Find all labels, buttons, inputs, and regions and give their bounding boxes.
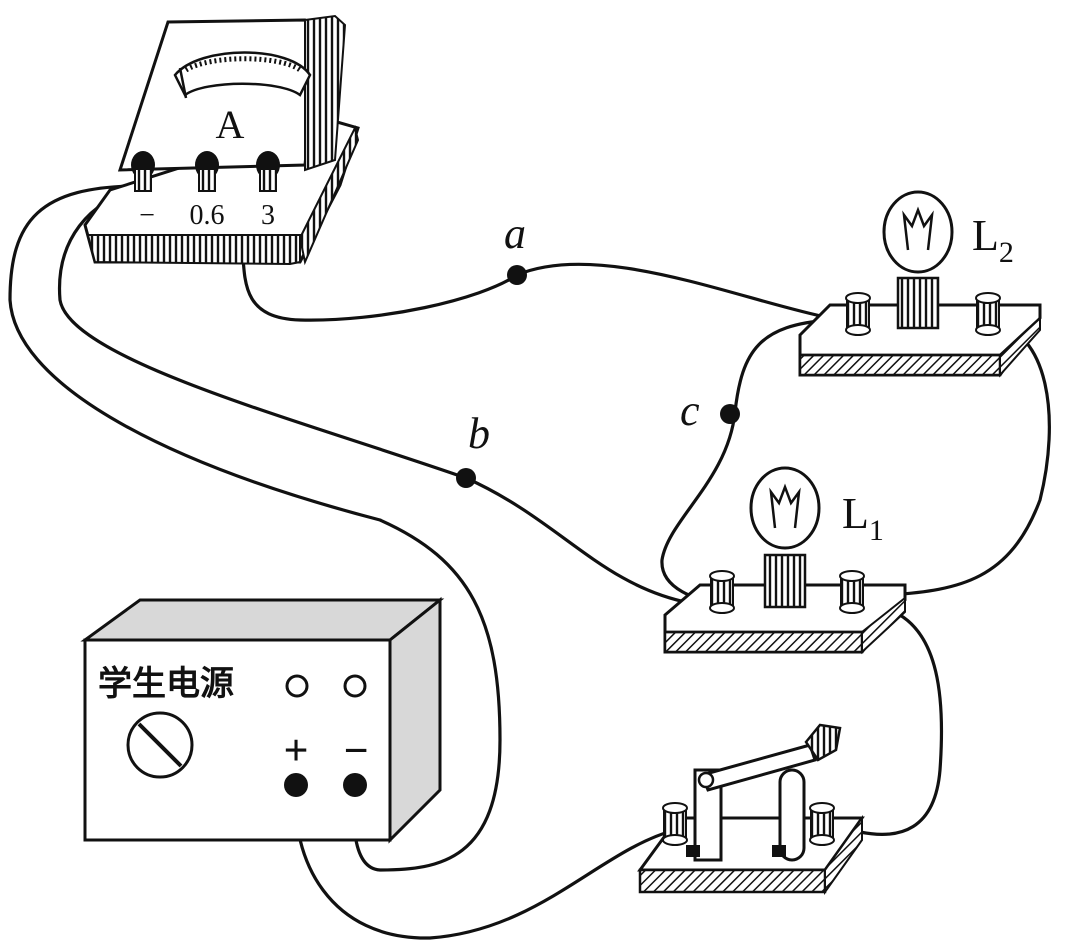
wire-l2-right-to-l1-right [888,320,1051,597]
wire-l1-right-to-switch [858,608,944,836]
switch-handle [804,723,842,762]
power-supply: 学生电源 + − [80,596,445,844]
switch-right-post [809,802,835,846]
point-b-label: b [468,409,490,458]
lamp-l2-right-post [975,292,1001,336]
power-supply-minus-label: − [343,726,368,775]
ammeter-terminal-06 [194,150,220,192]
power-supply-label: 学生电源 [98,664,234,704]
point-a-label: a [504,209,526,258]
power-supply-side [388,596,442,844]
point-c-label: c [680,386,700,435]
lamp-l1-right-post [839,570,865,614]
ammeter-base-side [298,125,360,266]
ammeter: A − 0.6 3 [83,14,360,266]
lamp-l2-left-post [845,292,871,336]
wire-switch-to-supply-plus [293,783,677,940]
point-b: b [456,409,490,488]
lamp-l2: L2 [798,190,1042,378]
ammeter-housing [117,18,320,172]
wire-ammeter-minus-to-l1 [57,186,692,605]
point-b-dot [456,468,476,488]
lamp-l2-socket [896,276,940,330]
ammeter-letter: A [216,102,245,147]
power-supply-indicator-2 [343,674,367,698]
switch-clip [778,768,806,862]
lamp-l2-bulb [882,190,954,274]
ammeter-dial-window [173,51,312,97]
lamp-l1-bulb [749,466,821,550]
ammeter-3-label: 3 [261,200,275,231]
point-a-dot [507,265,527,285]
point-c-dot [720,404,740,424]
lamp-l1-base-front [663,630,864,654]
ammeter-needle [178,67,188,99]
lamp-l1-socket [763,553,807,609]
lamp-l1-label: L1 [842,489,884,547]
ammeter-scale [184,56,302,73]
ammeter-minus-label: − [139,200,155,231]
power-supply-dial-knob [126,711,194,779]
ammeter-06-label: 0.6 [190,200,225,231]
switch-left-post [662,802,688,846]
power-supply-top [80,598,445,642]
point-c: c [680,386,740,435]
lamp-l1: L1 [663,466,907,655]
lamp-l2-label: L2 [972,211,1014,269]
ammeter-terminal-3 [255,150,281,192]
lamp-l2-base-front [798,353,1002,377]
power-supply-indicator-1 [285,674,309,698]
power-supply-plus-label: + [283,726,308,775]
knife-switch [637,723,865,896]
wire-ammeter-minus-to-supply-minus [8,184,502,872]
switch-base-front [638,868,827,894]
lamp-l1-filament [769,483,801,529]
point-a: a [504,209,527,285]
wire-l2-left-to-l1-left-via-c [660,318,832,605]
lamp-l1-left-post [709,570,735,614]
wires [8,184,1051,940]
power-supply-plus-terminal [284,773,308,797]
power-supply-minus-terminal [343,773,367,797]
lamp-l2-filament [902,206,934,251]
ammeter-housing-side [304,14,347,172]
ammeter-base-front [86,234,301,266]
ammeter-terminal-minus [130,150,156,192]
